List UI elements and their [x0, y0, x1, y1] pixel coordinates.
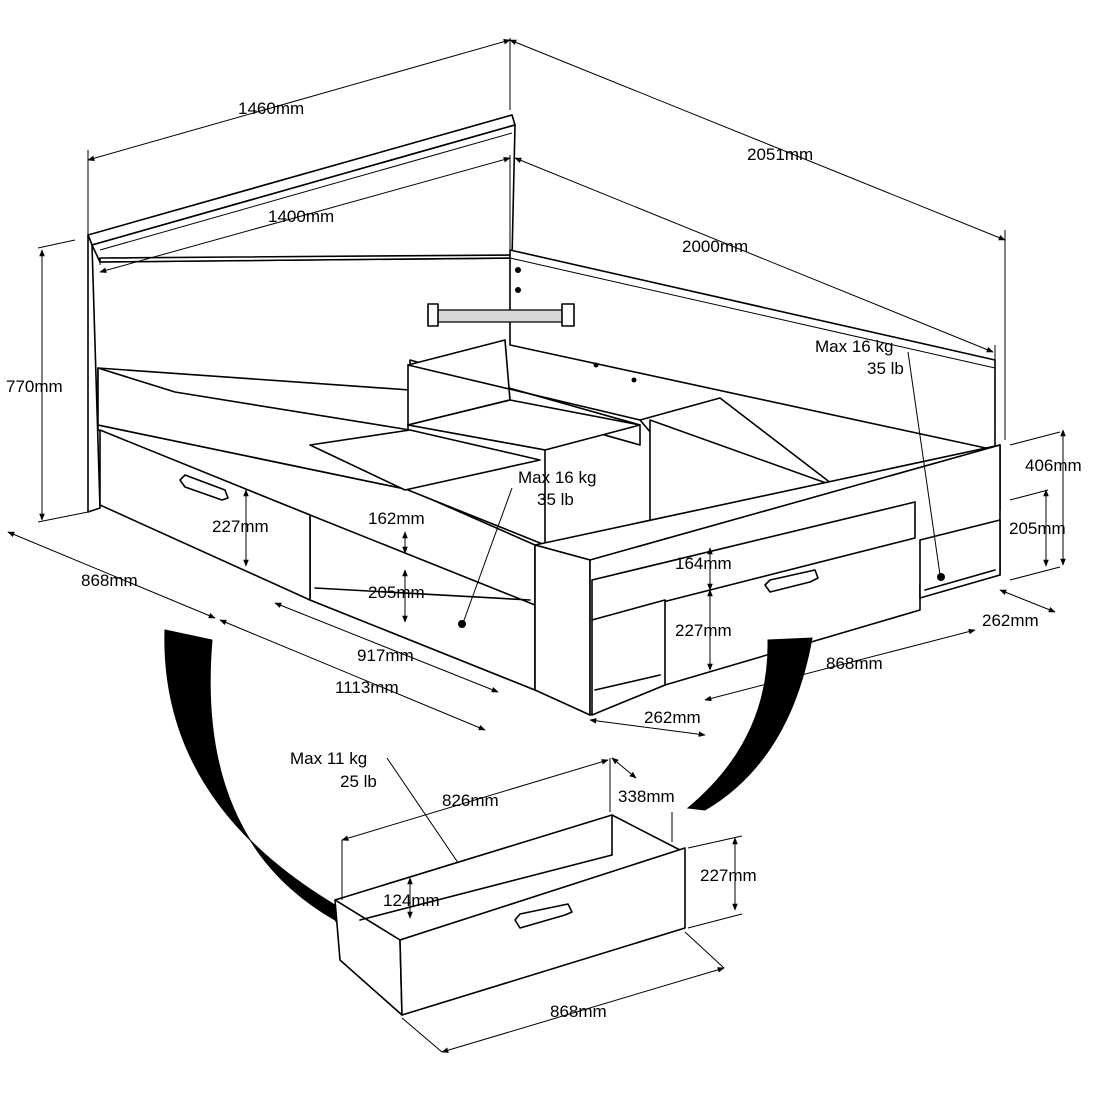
- label-shelf-width: 917mm: [357, 646, 414, 665]
- left-curved-arrow: [164, 629, 346, 936]
- label-drawer-depth: 338mm: [618, 787, 675, 806]
- label-front-drawer-height: 227mm: [675, 621, 732, 640]
- label-drawer-inner-height: 124mm: [383, 891, 440, 910]
- label-headboard-height: 770mm: [6, 377, 63, 396]
- label-mattress-length: 2000mm: [682, 237, 748, 256]
- front-cabinet: [534, 444, 1001, 716]
- label-right-load-kg: Max 16 kg: [815, 337, 893, 356]
- label-drawer-load-kg: Max 11 kg: [290, 749, 367, 768]
- bed-frame: [87, 114, 1001, 716]
- dimension-lines: [7, 38, 1066, 737]
- label-side-height: 406mm: [1025, 456, 1082, 475]
- label-right-load-lb: 35 lb: [867, 359, 904, 378]
- label-front-depth: 262mm: [644, 708, 701, 727]
- load-labels: Max 16 kg 35 lb Max 16 kg 35 lb Max 11 k…: [290, 337, 904, 791]
- label-drawer-width: 868mm: [550, 1002, 607, 1021]
- label-drawer-inner-length: 826mm: [442, 791, 499, 810]
- label-frame-width: 1460mm: [238, 99, 304, 118]
- label-side-open-height: 205mm: [1009, 519, 1066, 538]
- dimension-labels: 1460mm 2051mm 1400mm 2000mm 770mm 406mm …: [6, 99, 1082, 727]
- label-left-drawer-height: 227mm: [212, 517, 269, 536]
- drawer-detail: [334, 757, 743, 1053]
- label-drawer-load-lb: 25 lb: [340, 772, 377, 791]
- label-drawer-height: 227mm: [700, 866, 757, 885]
- right-curved-arrow: [686, 637, 813, 811]
- label-center-load-kg: Max 16 kg: [518, 468, 596, 487]
- label-mattress-width: 1400mm: [268, 207, 334, 226]
- label-frame-length: 2051mm: [747, 145, 813, 164]
- label-front-shelf-height: 164mm: [675, 554, 732, 573]
- label-top-shelf-height: 162mm: [368, 509, 425, 528]
- label-front-drawer-width: 868mm: [826, 654, 883, 673]
- label-shelf-total-width: 1113mm: [335, 678, 399, 697]
- label-left-drawer-width: 868mm: [81, 571, 138, 590]
- label-center-load-lb: 35 lb: [537, 490, 574, 509]
- label-side-open-depth: 262mm: [982, 611, 1039, 630]
- left-drawer: [99, 429, 311, 601]
- label-mid-shelf-height: 205mm: [368, 583, 425, 602]
- drawer-labels: 826mm 338mm 227mm 124mm 868mm: [383, 787, 757, 1021]
